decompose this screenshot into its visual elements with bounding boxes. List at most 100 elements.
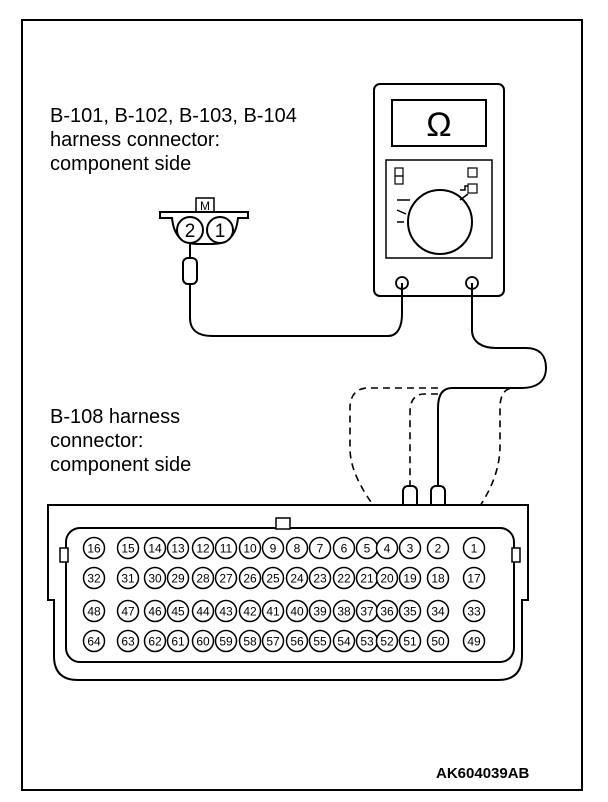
connector-pin-54: 54 [332,629,356,653]
connector-pin-36: 36 [375,599,399,623]
connector-pin-62-label: 62 [148,635,162,649]
dial-tick-right-2 [459,193,469,201]
connector-a-label-line1: B-101, B-102, B-103, B-104 [50,105,297,127]
connector-pin-30: 30 [143,566,167,590]
connector-pin-10: 10 [238,536,262,560]
connector-pin-35-ring [398,599,422,623]
connector-pin-15-ring [116,536,140,560]
connector-pin-60-ring [191,629,215,653]
connector-pin-19-label: 19 [403,572,417,586]
connector-pin-19-ring [398,566,422,590]
connector-pin-14-ring [143,536,167,560]
connector-pin-15-label: 15 [121,542,135,556]
connector-pin-6-label: 6 [341,542,348,556]
connector-pin-2-label: 2 [435,542,442,556]
connector-pin-61: 61 [166,629,190,653]
connector-pin-12-ring [191,536,215,560]
connector-pin-43-ring [214,599,238,623]
connector-pin-8-ring [285,536,309,560]
connector-pin-8-label: 8 [294,542,301,556]
connector-pin-50-label: 50 [431,635,445,649]
connector-pin-29-label: 29 [171,572,185,586]
connector-pin-59-label: 59 [219,635,233,649]
small-connector-pin-1-label: 1 [215,221,226,242]
connector-pin-41-ring [261,599,285,623]
connector-pin-32-label: 32 [87,572,101,586]
large-connector-key [275,517,291,530]
connector-pin-9: 9 [261,536,285,560]
connector-pin-8: 8 [285,536,309,560]
connector-pin-23-label: 23 [313,572,327,586]
connector-pin-43-label: 43 [219,605,233,619]
connector-pin-1-ring [462,536,486,560]
connector-pin-33-label: 33 [467,605,481,619]
connector-pin-35-label: 35 [403,605,417,619]
connector-pin-55-ring [308,629,332,653]
connector-pin-47: 47 [116,599,140,623]
connector-pin-35: 35 [398,599,422,623]
connector-pin-52-label: 52 [380,635,394,649]
connector-pin-46: 46 [143,599,167,623]
connector-pin-57-ring [261,629,285,653]
connector-a-label-line2: harness connector: [50,129,220,151]
connector-pin-29: 29 [166,566,190,590]
connector-pin-59-ring [214,629,238,653]
multimeter: Ω [373,83,505,297]
connector-pin-27-ring [214,566,238,590]
connector-pin-16-label: 16 [87,542,101,556]
connector-pin-33-ring [462,599,486,623]
mode-indicator-left-2 [394,175,404,185]
connector-pin-16-ring [82,536,106,560]
meter-lead-right [437,283,548,486]
connector-pin-25-label: 25 [266,572,280,586]
connector-pin-32-ring [82,566,106,590]
connector-pin-45: 45 [166,599,190,623]
connector-pin-57-label: 57 [266,635,280,649]
small-connector-shell [159,211,249,245]
connector-pin-44-label: 44 [196,605,210,619]
connector-pin-48-ring [82,599,106,623]
connector-pin-20-ring [375,566,399,590]
connector-pin-1: 1 [462,536,486,560]
connector-b-label-line2: connector: [50,430,143,452]
connector-pin-30-ring [143,566,167,590]
connector-pin-36-ring [375,599,399,623]
connector-pin-63: 63 [116,629,140,653]
connector-pin-50: 50 [426,629,450,653]
connector-pin-32: 32 [82,566,106,590]
connector-pin-26: 26 [238,566,262,590]
connector-pin-27-label: 27 [219,572,233,586]
connector-pin-63-label: 63 [121,635,135,649]
connector-pin-53: 53 [355,629,379,653]
reference-code: AK604039AB [436,765,530,782]
test-probe-small-connector [182,243,198,285]
connector-pin-45-ring [166,599,190,623]
connector-pin-42-label: 42 [243,605,257,619]
connector-pin-4-label: 4 [384,542,391,556]
connector-pin-6: 6 [332,536,356,560]
connector-pin-49-label: 49 [467,635,481,649]
connector-pin-38-label: 38 [337,605,351,619]
connector-pin-48: 48 [82,599,106,623]
connector-pin-58-ring [238,629,262,653]
connector-pin-22-label: 22 [337,572,351,586]
connector-pin-2-ring [426,536,450,560]
connector-pin-38-ring [332,599,356,623]
connector-pin-22-ring [332,566,356,590]
connector-pin-31-label: 31 [121,572,135,586]
connector-pin-42-ring [238,599,262,623]
dashed-lead-outer-left [349,387,438,513]
connector-pin-20-label: 20 [380,572,394,586]
dashed-lead-inner-left [409,393,438,486]
connector-pin-56: 56 [285,629,309,653]
connector-pin-11: 11 [214,536,238,560]
connector-pin-3-ring [398,536,422,560]
connector-pin-20: 20 [375,566,399,590]
connector-pin-3-label: 3 [407,542,414,556]
connector-pin-36-label: 36 [380,605,394,619]
dial-tick-left-2 [396,209,407,215]
connector-pin-39-label: 39 [313,605,327,619]
multimeter-display [391,99,487,147]
